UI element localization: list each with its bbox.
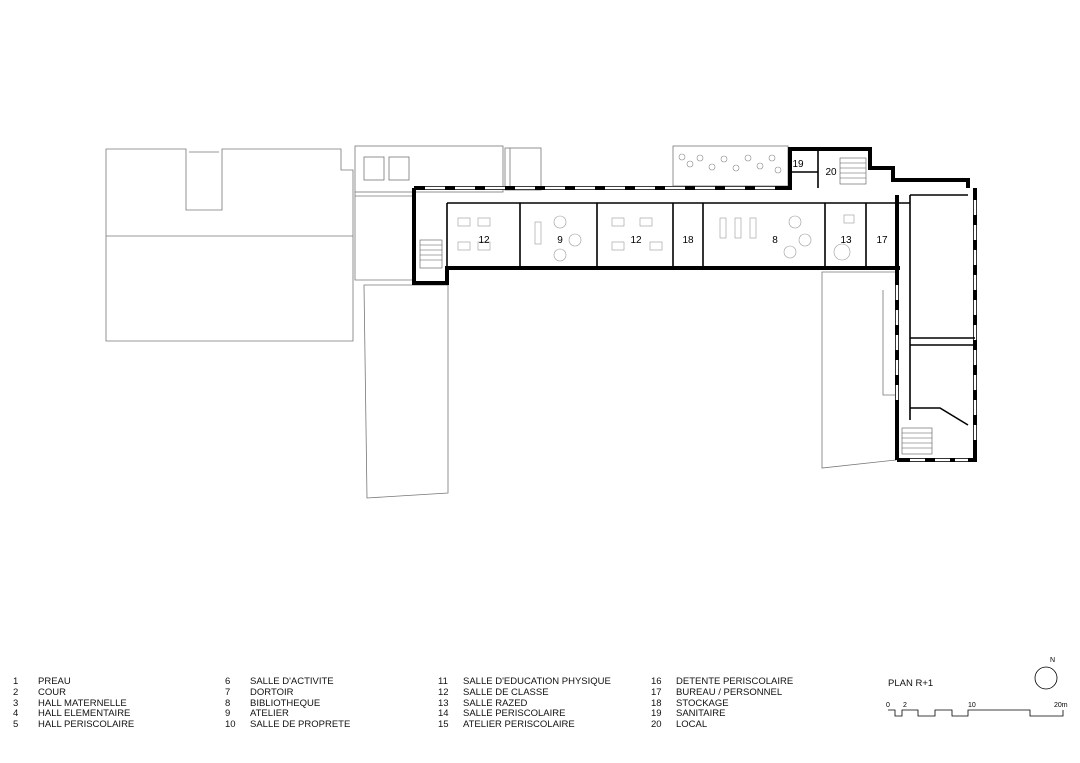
- courtyard-south: [363, 271, 897, 499]
- room-number: 9: [557, 235, 563, 246]
- legend-number: 15: [438, 719, 449, 731]
- legend-label: SALLE D'ACTIVITE: [250, 676, 334, 687]
- legend-number: 3: [13, 697, 19, 709]
- legend-label: STOCKAGE: [676, 697, 729, 709]
- room-number: 18: [682, 235, 694, 246]
- legend-item: 8 BIBLIOTHEQUE: [225, 697, 350, 710]
- legend-column-1: 1 PREAU 2 COUR 3 HALL MATERNELLE 4 HALL ELEM…: [13, 676, 135, 731]
- main-building-walls: [412, 147, 977, 462]
- legend-label: SALLE D'EDUCATION PHYSIQUE: [463, 676, 611, 687]
- legend-item: 20 LOCAL: [651, 719, 793, 731]
- legend-item: 11 SALLE D'EDUCATION PHYSIQUE: [438, 676, 611, 688]
- room-number: 8: [772, 235, 778, 246]
- legend-number: 1: [13, 676, 19, 687]
- scale-labels: 0 2 10 20m: [886, 702, 1068, 709]
- legend-number: 14: [438, 708, 449, 720]
- legend-item: 13 SALLE RAZED: [438, 697, 611, 710]
- legend-number: 5: [13, 719, 19, 731]
- scale-label: 2: [903, 702, 907, 709]
- legend-number: 13: [438, 697, 449, 709]
- north-label: N: [1050, 657, 1055, 664]
- existing-building-west: [105, 148, 354, 342]
- legend-number: 11: [438, 676, 448, 687]
- room-number: 17: [876, 235, 888, 246]
- stair-west: [419, 239, 443, 269]
- scale-label: 20m: [1054, 702, 1068, 709]
- legend-number: 6: [225, 676, 231, 687]
- legend-column-3: 11 SALLE D'EDUCATION PHYSIQUE 12 SALLE DE …: [438, 676, 611, 731]
- legend-number: 16: [651, 676, 662, 687]
- legend-item: 18 STOCKAGE: [651, 697, 793, 710]
- legend-number: 18: [651, 697, 662, 709]
- legend-label: SALLE DE PROPRETE: [250, 719, 351, 731]
- legend-label: LOCAL: [676, 719, 708, 731]
- legend-item: 5 HALL PERISCOLAIRE: [13, 719, 135, 731]
- room-labels: 12 9 12 18 8 13 17 19 20: [478, 159, 888, 246]
- legend-item: 6 SALLE D'ACTIVITE: [225, 676, 350, 688]
- legend-number: 8: [225, 697, 231, 709]
- legend-number: 17: [651, 686, 662, 698]
- plan-title: PLAN R+1: [888, 678, 934, 689]
- legend-label: HALL PERISCOLAIRE: [38, 719, 135, 731]
- legend-number: 20: [651, 719, 662, 731]
- room-number: 12: [478, 235, 490, 246]
- room-number: 20: [825, 167, 837, 178]
- legend-item: 17 BUREAU / PERSONNEL: [651, 686, 793, 699]
- room-number: 12: [630, 235, 642, 246]
- legend-number: 19: [651, 708, 662, 720]
- legend-item: 14 SALLE PERISCOLAIRE: [438, 709, 611, 720]
- scale-label: 10: [968, 702, 976, 709]
- room-number: 13: [840, 235, 852, 246]
- interior-partitions: [446, 149, 975, 426]
- legend-number: 4: [13, 708, 19, 720]
- legend-item: 10 SALLE DE PROPRETE: [225, 719, 351, 731]
- stair-east: [839, 157, 933, 455]
- legend-label: ATELIER: [250, 708, 289, 720]
- scale-label: 0: [886, 702, 890, 709]
- legend-item: 12 SALLE DE CLASSE: [438, 686, 611, 699]
- room-number: 19: [792, 159, 804, 170]
- legend-label: BUREAU / PERSONNEL: [676, 686, 783, 698]
- legend-column-4: 16 DETENTE PERISCOLAIRE 17 BUREAU / PERSON…: [651, 676, 794, 731]
- legend-label: DORTOIR: [250, 686, 294, 698]
- legend-item: 1 PREAU: [13, 676, 134, 688]
- legend-number: 7: [225, 686, 231, 698]
- legend-label: SALLE RAZED: [463, 697, 528, 709]
- legend-label: SALLE PERISCOLAIRE: [463, 708, 566, 720]
- scale-bar: [888, 709, 1064, 717]
- furniture: [457, 214, 855, 262]
- legend-item: 3 HALL MATERNELLE: [13, 697, 134, 710]
- legend-label: ATELIER PERISCOLAIRE: [463, 719, 575, 731]
- legend-label: SANITAIRE: [676, 708, 726, 720]
- legend-item: 15 ATELIER PERISCOLAIRE: [438, 719, 611, 731]
- legend-number: 2: [13, 686, 19, 698]
- legend-label: HALL ELEMENTAIRE: [38, 708, 131, 720]
- legend-item: 19 SANITAIRE: [651, 709, 793, 720]
- legend-label: DETENTE PERISCOLAIRE: [676, 676, 794, 687]
- legend-label: BIBLIOTHEQUE: [250, 697, 321, 709]
- legend-number: 9: [225, 708, 231, 720]
- terrace-north: [672, 145, 789, 187]
- legend-item: 16 DETENTE PERISCOLAIRE: [651, 676, 794, 688]
- legend-item: 2 COUR: [13, 686, 134, 699]
- legend-column-2: 6 SALLE D'ACTIVITE 7 DORTOIR 8 BIBLIOTHEQUE…: [225, 676, 351, 731]
- legend-label: SALLE DE CLASSE: [463, 686, 549, 698]
- legend-item: 4 HALL ELEMENTAIRE: [13, 709, 134, 720]
- existing-building-middle: [354, 145, 542, 281]
- legend-label: HALL MATERNELLE: [38, 697, 127, 709]
- legend-number: 12: [438, 686, 449, 698]
- facade-windows: [425, 186, 977, 462]
- legend-label: PREAU: [38, 676, 71, 687]
- legend-item: 9 ATELIER: [225, 709, 350, 720]
- legend-item: 7 DORTOIR: [225, 686, 350, 699]
- north-arrow: N: [1034, 657, 1058, 690]
- legend-number: 10: [225, 719, 236, 731]
- legend-label: COUR: [38, 686, 66, 698]
